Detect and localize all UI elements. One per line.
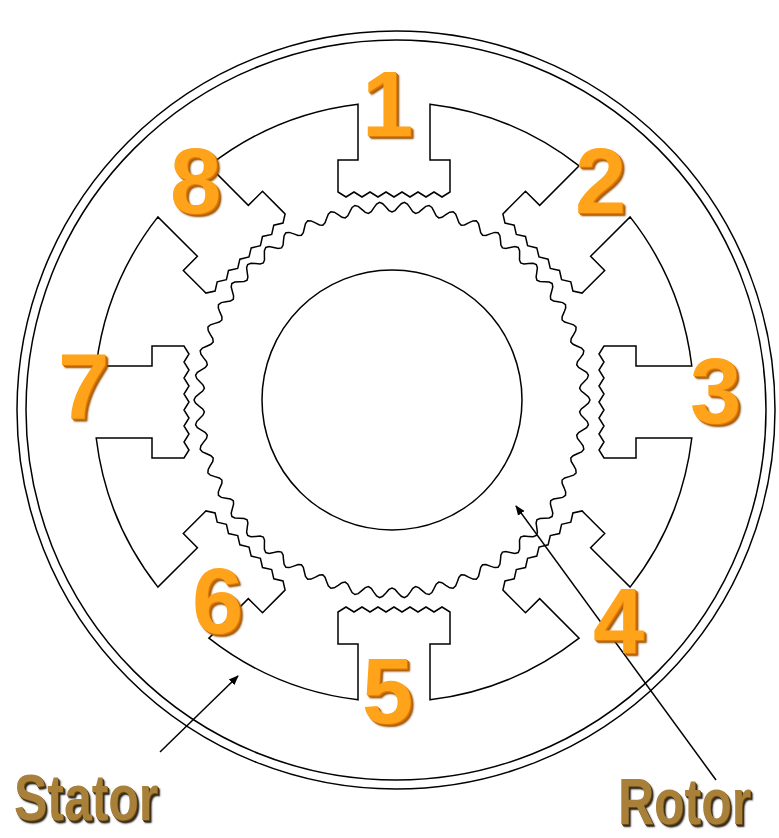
callout-number: 6 — [192, 555, 243, 647]
housing-outer — [17, 31, 775, 789]
part-name: Rotor — [618, 770, 751, 834]
rotor-outline — [194, 202, 590, 597]
callout-number: 8 — [170, 135, 221, 227]
callout-number: 3 — [690, 345, 741, 437]
callout-number: 7 — [58, 340, 109, 432]
stator-outline — [96, 104, 692, 700]
callout-number: 5 — [362, 645, 413, 737]
callout-number: 1 — [362, 58, 413, 150]
rotor-leader — [516, 506, 716, 780]
housing-inner — [26, 40, 766, 780]
part-name: Stator — [14, 766, 158, 830]
shaft-circle — [262, 270, 522, 530]
callout-number: 2 — [575, 135, 626, 227]
stator-leader — [160, 676, 238, 752]
callout-number: 4 — [593, 575, 644, 667]
